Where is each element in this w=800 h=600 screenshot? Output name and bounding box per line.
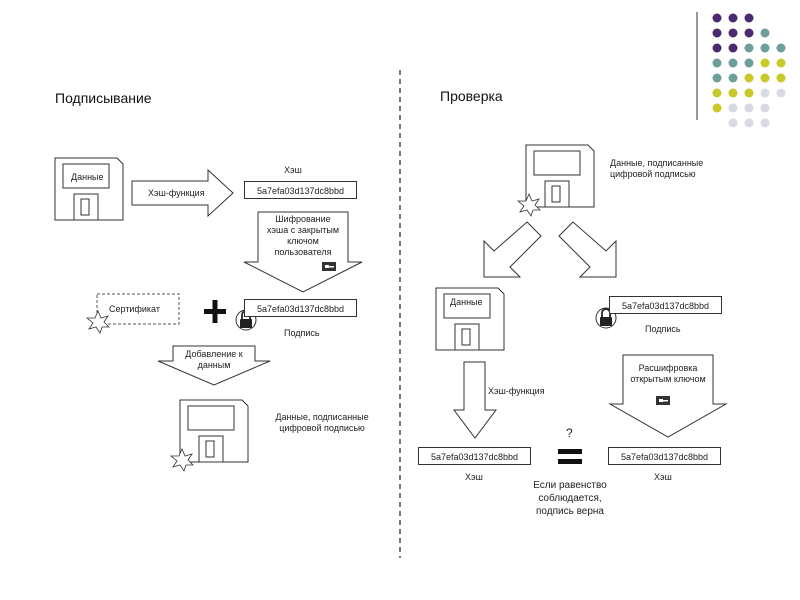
equals-icon [558,449,582,454]
signature-label: Подпись [284,328,320,338]
conclusion-text: Если равенство соблюдается, подпись верн… [533,480,607,517]
floppy-data-icon [54,157,124,221]
data-label: Данные [450,297,483,307]
certificate-box [96,293,180,325]
arrow-encrypt [243,211,363,293]
right-hash-value-box: 5a7efa03d137dc8bbd [608,447,721,465]
append-label: Добавление к данным [185,349,243,370]
arrow-append [157,345,271,386]
data-label: Данные [71,172,104,182]
left-hash-value-box: 5a7efa03d137dc8bbd [418,447,531,465]
verify-title: Проверка [440,88,503,104]
signature-value-box: 5a7efa03d137dc8bbd [609,296,722,314]
floppy-signed-icon [525,144,595,208]
signed-data-caption: Данные, подписанные цифровой подписью [610,158,704,179]
floppy-signed-icon [179,399,249,463]
left-hash-label: Хэш [465,472,483,482]
signature-value-box: 5a7efa03d137dc8bbd [244,299,357,317]
certificate-label: Сертификат [109,304,160,314]
signed-data-caption: Данные, подписанные цифровой подписью [275,412,369,433]
right-hash-label: Хэш [654,472,672,482]
encrypt-label: Шифрование хэша с закрытым ключом пользо… [266,214,340,257]
signing-title: Подписывание [55,90,152,106]
arrow-to-signature [558,221,617,278]
arrow-to-data [483,221,542,278]
hash-function-label: Хэш-функция [488,386,545,396]
arrow-hash-function [453,361,497,439]
hash-title: Хэш [284,165,302,175]
decrypt-label: Расшифровка открытым ключом [630,363,706,384]
hash-value-box: 5a7efa03d137dc8bbd [244,181,357,199]
arrow-hash-function [131,168,234,218]
hash-function-label: Хэш-функция [148,188,205,198]
signature-label: Подпись [645,324,681,334]
question-mark: ? [566,426,573,440]
